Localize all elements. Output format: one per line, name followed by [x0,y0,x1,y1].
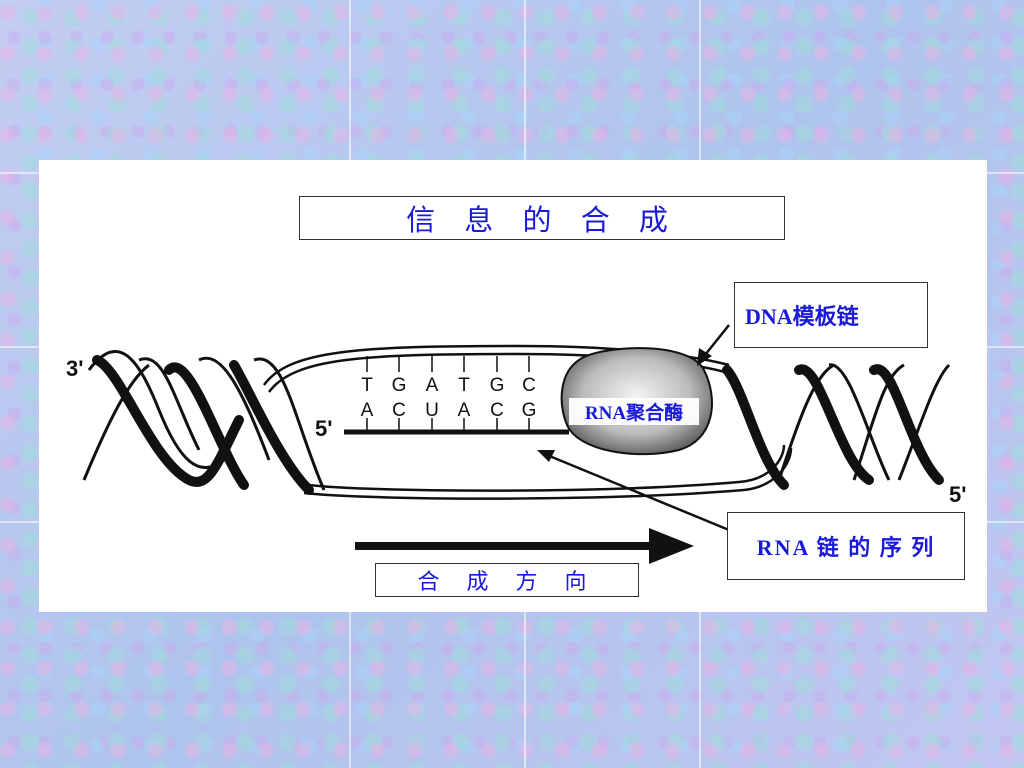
template-base: G [392,375,407,396]
right-dna-helix [722,363,951,490]
rna-base: U [425,400,439,421]
page-title: 信 息 的 合 成 [299,196,785,240]
template-base: T [361,375,373,396]
synthesis-direction-label: 合 成 方 向 [375,563,639,597]
diagram-panel: T G A T G C A C U A C G [39,160,987,612]
template-base: A [426,375,439,396]
template-base: G [490,375,505,396]
rna-sequence-label: RNA 链 的 序 列 [727,512,965,580]
template-base: T [458,375,470,396]
template-ticks [366,356,530,372]
rna-base: C [490,400,504,421]
transcription-diagram: T G A T G C A C U A C G [66,324,966,564]
rna-sequence-arrow [537,450,730,532]
dna-template-label: DNA模板链 [734,282,928,348]
synthesis-direction-arrow [355,528,694,564]
template-3prime-label: 3' [66,356,83,381]
rna-base: A [361,400,374,421]
rna-bases: A C U A C G [361,400,537,421]
rna-base: C [392,400,406,421]
rna-ticks [366,418,530,432]
template-base: C [522,375,536,396]
rna-5prime-label: 5' [315,416,332,441]
left-dna-helix [82,349,326,495]
rna-polymerase-label: RNA聚合酶 [569,398,699,425]
template-5prime-label: 5' [949,482,966,507]
dna-template-arrow [697,324,730,366]
rna-base: G [522,400,537,421]
rna-base: A [458,400,471,421]
transcription-bubble [262,344,793,500]
template-bases: T G A T G C [361,375,536,396]
